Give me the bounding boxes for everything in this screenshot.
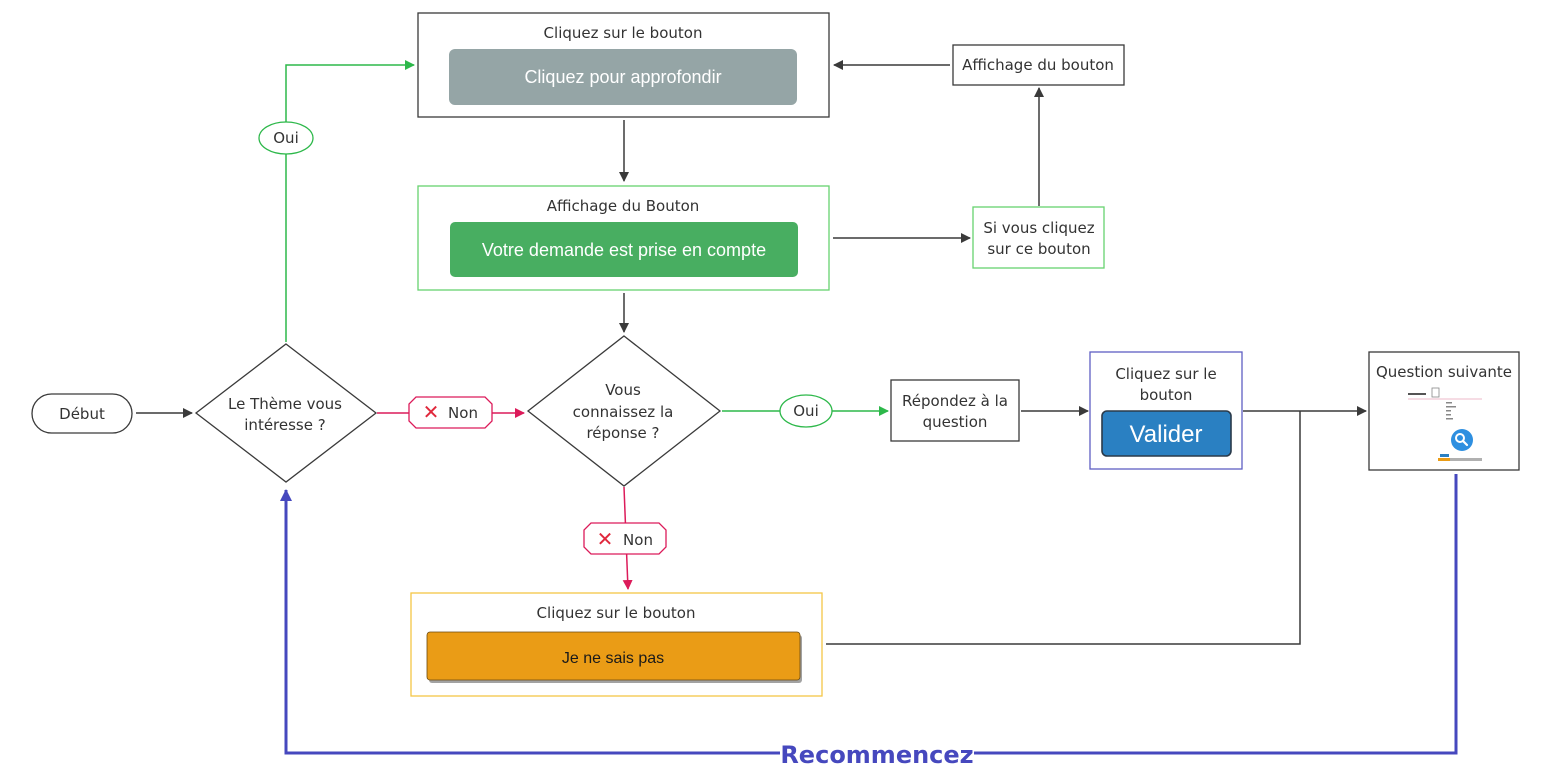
start-node: Début xyxy=(31,393,133,434)
label-theme-no: ✕ Non xyxy=(408,396,493,429)
close-icon: ✕ xyxy=(423,400,440,424)
label-restart-text: Recommencez xyxy=(780,741,973,769)
close-icon: ✕ xyxy=(597,527,614,551)
decision-answer-line3: réponse ? xyxy=(586,424,659,442)
box-validate-line1: Cliquez sur le xyxy=(1115,365,1216,383)
box-click-this-line1: Si vous cliquez xyxy=(983,219,1094,237)
box-validate-line2: bouton xyxy=(1140,386,1193,404)
box-dont-know-title: Cliquez sur le bouton xyxy=(537,604,696,622)
dont-know-button-label: Je ne sais pas xyxy=(562,650,664,667)
label-answer-yes: Oui xyxy=(779,394,833,428)
deepen-button[interactable]: Cliquez pour approfondir xyxy=(449,49,797,105)
box-confirmation-title: Affichage du Bouton xyxy=(547,197,700,215)
search-icon xyxy=(1451,429,1473,451)
decision-theme: Le Thème vous intéresse ? xyxy=(194,343,378,483)
validate-button[interactable]: Valider xyxy=(1101,410,1232,457)
label-theme-yes-text: Oui xyxy=(273,129,298,147)
start-label: Début xyxy=(59,405,105,423)
box-show-button-label: Affichage du bouton xyxy=(962,56,1114,74)
label-answer-no-text: Non xyxy=(623,531,653,549)
dont-know-button[interactable]: Je ne sais pas xyxy=(426,631,802,683)
validate-button-label: Valider xyxy=(1130,421,1203,448)
box-respond: Répondez à la question xyxy=(890,379,1020,442)
label-restart: Recommencez xyxy=(780,738,974,769)
label-answer-no: ✕ Non xyxy=(583,522,667,555)
decision-theme-line1: Le Thème vous xyxy=(228,395,342,413)
box-deepen-title: Cliquez sur le bouton xyxy=(544,24,703,42)
box-respond-line1: Répondez à la xyxy=(902,392,1008,410)
deepen-button-label: Cliquez pour approfondir xyxy=(524,67,721,87)
edge-dontknow-to-next xyxy=(826,411,1301,645)
box-respond-line2: question xyxy=(923,413,988,431)
decision-answer-line1: Vous xyxy=(605,381,641,399)
edge-theme-yes xyxy=(285,60,415,342)
decision-answer-line2: connaissez la xyxy=(573,403,674,421)
box-click-this-line2: sur ce bouton xyxy=(987,240,1090,258)
label-theme-yes: Oui xyxy=(258,121,314,155)
decision-theme-line2: intéresse ? xyxy=(244,416,325,434)
label-answer-yes-text: Oui xyxy=(793,402,818,420)
question-thumbnail xyxy=(1408,387,1482,420)
confirmation-button-label: Votre demande est prise en compte xyxy=(482,240,766,260)
box-show-button: Affichage du bouton xyxy=(952,44,1125,86)
box-next-title: Question suivante xyxy=(1376,363,1512,381)
label-theme-no-text: Non xyxy=(448,404,478,422)
box-next-question: Question suivante xyxy=(1368,351,1520,471)
box-click-this: Si vous cliquez sur ce bouton xyxy=(972,206,1105,269)
decision-answer: Vous connaissez la réponse ? xyxy=(526,335,722,487)
confirmation-button[interactable]: Votre demande est prise en compte xyxy=(450,222,798,277)
